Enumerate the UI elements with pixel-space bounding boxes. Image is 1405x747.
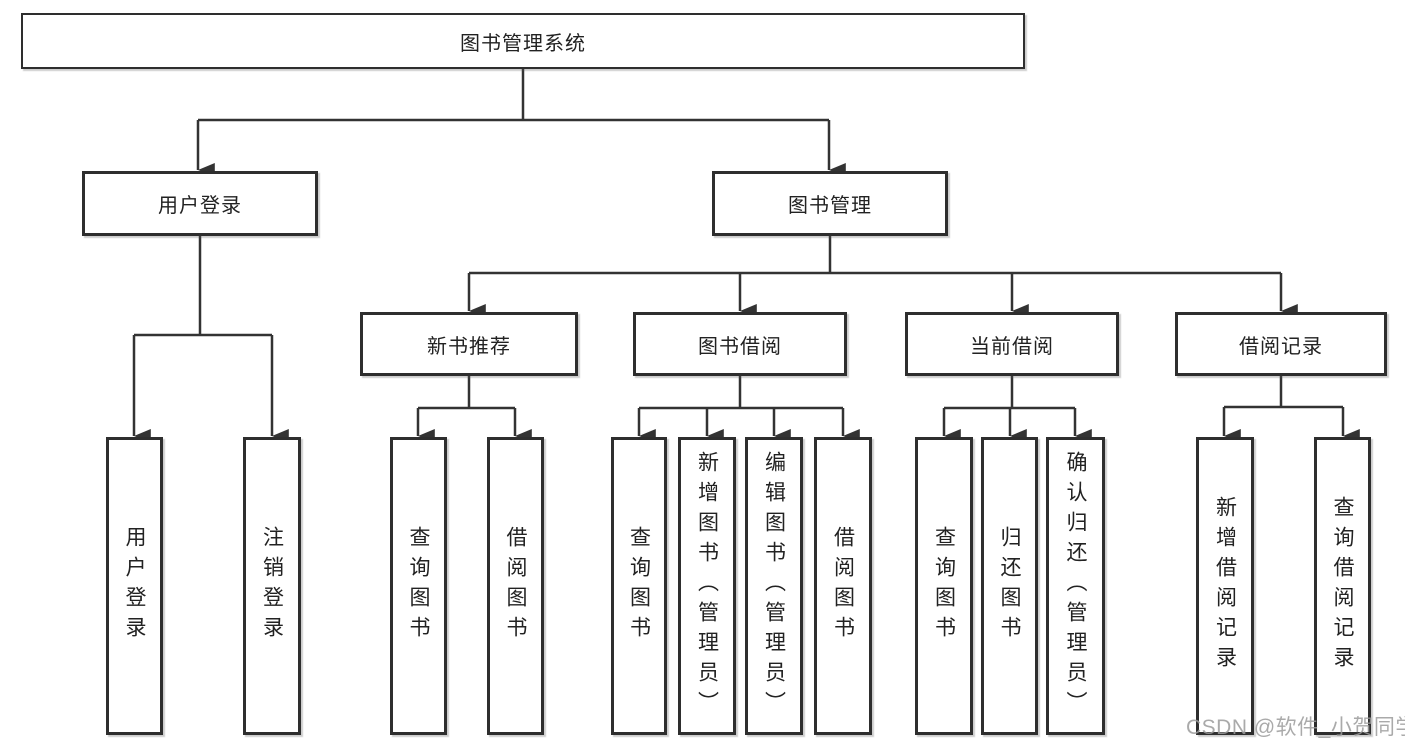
leaf-label: 编辑图书（管理员） — [762, 451, 786, 721]
leaf-confirm-return-admin: 确认归还（管理员） — [1046, 437, 1105, 735]
leaf-label: 用户登录 — [123, 526, 146, 646]
connector-trunk-lines — [134, 69, 1343, 410]
leaf-label: 查询借阅记录 — [1331, 496, 1354, 676]
node-book-borrowing: 图书借阅 — [633, 312, 847, 376]
node-label: 借阅记录 — [1239, 335, 1323, 358]
leaf-label: 借阅图书 — [831, 526, 855, 646]
leaf-label: 新增图书（管理员） — [695, 451, 719, 721]
node-label: 图书借阅 — [698, 335, 782, 358]
leaf-edit-books-admin: 编辑图书（管理员） — [745, 437, 803, 735]
node-borrowing-records: 借阅记录 — [1175, 312, 1387, 376]
leaf-logout: 注销登录 — [243, 437, 301, 735]
node-label: 当前借阅 — [970, 335, 1054, 358]
node-label: 新书推荐 — [427, 335, 511, 358]
node-label: 用户登录 — [158, 195, 242, 217]
leaf-label: 查询图书 — [932, 526, 956, 646]
leaf-return-books: 归还图书 — [981, 437, 1038, 735]
node-root-system: 图书管理系统 — [21, 13, 1025, 69]
leaf-label: 确认归还（管理员） — [1064, 451, 1087, 721]
node-label: 图书管理系统 — [460, 32, 586, 55]
csdn-watermark: CSDN @软件_小贺同学 — [1186, 716, 1405, 739]
leaf-query-books-rec: 查询图书 — [390, 437, 447, 735]
node-user-login: 用户登录 — [82, 171, 318, 236]
leaf-label: 查询图书 — [407, 526, 430, 646]
node-label: 图书管理 — [788, 195, 872, 217]
leaf-label: 查询图书 — [627, 526, 651, 646]
leaf-label: 归还图书 — [998, 526, 1021, 646]
leaf-add-borrow-record: 新增借阅记录 — [1196, 437, 1254, 735]
node-book-management: 图书管理 — [712, 171, 948, 236]
leaf-borrow-books-rec: 借阅图书 — [487, 437, 544, 735]
leaf-user-login: 用户登录 — [106, 437, 163, 735]
leaf-query-books-current: 查询图书 — [915, 437, 973, 735]
leaf-label: 新增借阅记录 — [1213, 496, 1237, 676]
leaf-query-borrow-record: 查询借阅记录 — [1314, 437, 1371, 735]
leaf-label: 注销登录 — [260, 526, 284, 646]
leaf-borrow-books: 借阅图书 — [814, 437, 872, 735]
leaf-add-books-admin: 新增图书（管理员） — [678, 437, 736, 735]
node-current-borrowing: 当前借阅 — [905, 312, 1119, 376]
node-new-book-recommendation: 新书推荐 — [360, 312, 578, 376]
leaf-query-books-borrow: 查询图书 — [611, 437, 667, 735]
leaf-label: 借阅图书 — [504, 526, 527, 646]
